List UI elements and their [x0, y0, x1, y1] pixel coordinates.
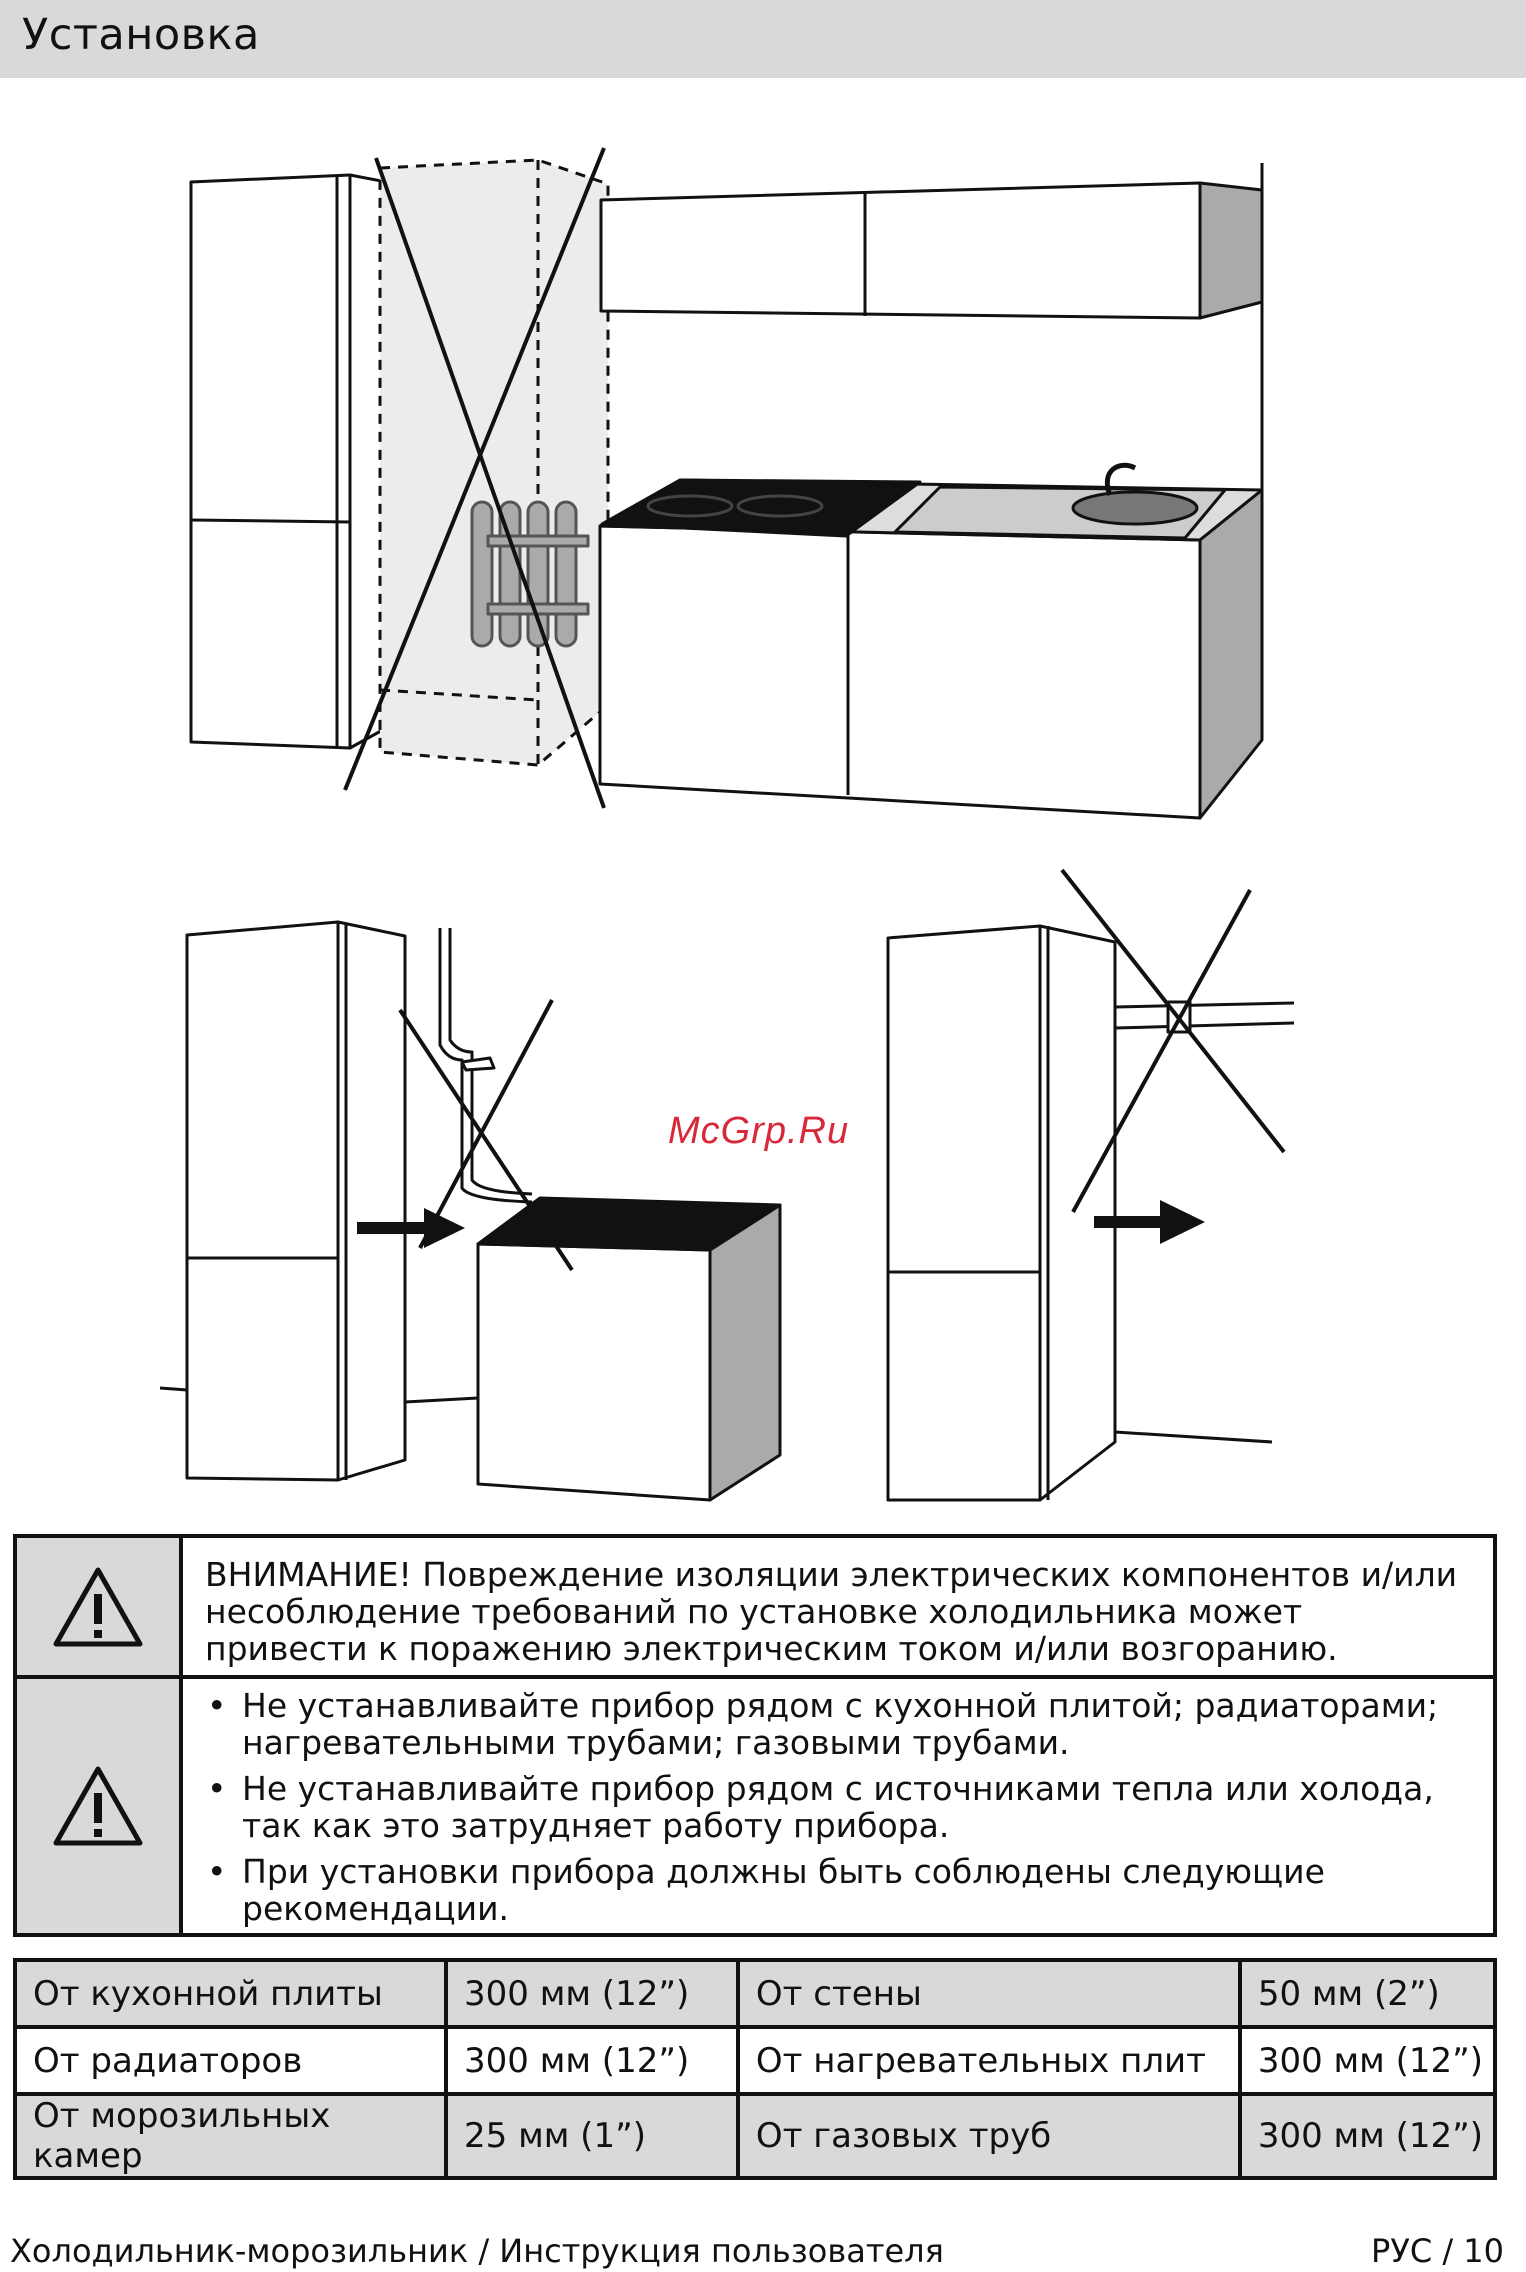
- recommendation-list: •Не устанавливайте прибор рядом с кухонн…: [207, 1687, 1477, 1936]
- table-cell: От газовых труб: [735, 2092, 1242, 2180]
- recommendations-row: •Не устанавливайте прибор рядом с кухонн…: [17, 1679, 1493, 1933]
- watermark: McGrp.Ru: [668, 1110, 850, 1152]
- dashed-placement-zone: [378, 158, 610, 767]
- table-cell: От кухонной плиты: [13, 1958, 448, 2029]
- warning-icon-cell: [17, 1538, 183, 1675]
- footer-page-number: РУС / 10: [1371, 2232, 1504, 2270]
- attention-text: ВНИМАНИЕ! Повреждение изоляции электриче…: [205, 1555, 1458, 1668]
- kitchen-counter: [598, 462, 1264, 820]
- table-cell: 50 мм (2”): [1237, 1958, 1498, 2029]
- attention-row: ВНИМАНИЕ! Повреждение изоляции электриче…: [17, 1538, 1493, 1679]
- table-cell: 25 мм (1”): [444, 2092, 740, 2180]
- list-item: •Не устанавливайте прибор рядом с кухонн…: [207, 1686, 1439, 1762]
- fridge-bottom-left: [159, 920, 479, 1482]
- table-cell: 300 мм (12”): [1237, 2092, 1498, 2180]
- page-header: Установка: [0, 0, 1526, 78]
- warning-triangle-icon: [53, 1766, 143, 1846]
- gas-pipe: [1114, 1000, 1295, 1034]
- stove-unit: [476, 1196, 782, 1502]
- arrow-right-right: [1094, 1200, 1205, 1244]
- cross-mark-top: [343, 147, 606, 809]
- table-cell: От радиаторов: [13, 2025, 448, 2096]
- list-item: •При установки прибора должны быть соблю…: [207, 1852, 1325, 1928]
- distance-table: От кухонной плиты 300 мм (12”) От стены …: [13, 1958, 1498, 2180]
- page-title: Установка: [22, 10, 260, 60]
- fridge-bottom-right: [886, 924, 1273, 1502]
- table-cell: От морозильных камер: [13, 2092, 448, 2180]
- table-cell: От нагревательных плит: [735, 2025, 1242, 2096]
- arrow-right-left: [357, 1208, 465, 1248]
- radiator: [470, 500, 590, 648]
- table-cell: 300 мм (12”): [444, 1958, 740, 2029]
- table-cell: 300 мм (12”): [444, 2025, 740, 2096]
- list-item: •Не устанавливайте прибор рядом с источн…: [207, 1769, 1434, 1845]
- table-row: От морозильных камер 25 мм (1”) От газов…: [13, 2092, 1498, 2180]
- table-row: От радиаторов 300 мм (12”) От нагревател…: [13, 2025, 1498, 2096]
- warning-box: ВНИМАНИЕ! Повреждение изоляции электриче…: [13, 1534, 1497, 1937]
- table-cell: 300 мм (12”): [1237, 2025, 1498, 2096]
- installation-illustration: [159, 147, 1295, 1502]
- cross-mark-bottom-right: [1060, 868, 1286, 1213]
- cross-mark-bottom-left: [398, 999, 574, 1272]
- warning-icon-cell: [17, 1679, 183, 1933]
- footer-document-title: Холодильник-морозильник / Инструкция пол…: [10, 2232, 944, 2270]
- table-cell: От стены: [735, 1958, 1242, 2029]
- wall-cabinets: [599, 163, 1264, 490]
- table-row: От кухонной плиты 300 мм (12”) От стены …: [13, 1958, 1498, 2029]
- warning-triangle-icon: [53, 1567, 143, 1646]
